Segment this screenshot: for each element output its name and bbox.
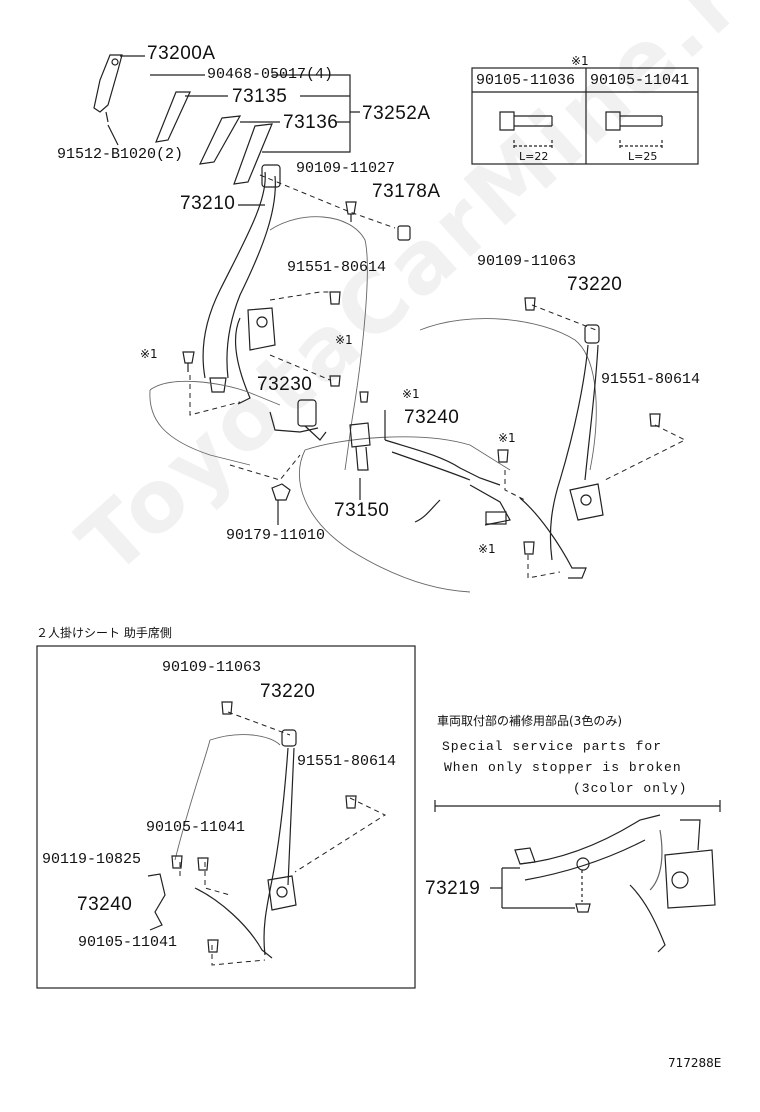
bolt-mark1-bottom [523, 541, 535, 555]
label-73210: 73210 [180, 193, 236, 214]
bolt-90109-11027 [345, 201, 357, 222]
label-90109-11027: 90109-11027 [296, 160, 396, 177]
label-73135: 73135 [232, 86, 288, 107]
label-90179-11010: 90179-11010 [226, 527, 326, 544]
bolt-mark1-a [329, 375, 341, 387]
label-91551-80614-left: 91551-80614 [287, 259, 387, 276]
inset-label-73220: 73220 [260, 681, 316, 702]
mark-note-a: ※1 [335, 333, 353, 347]
mark-note-e: ※1 [478, 542, 496, 556]
label-90109-11063: 90109-11063 [477, 253, 577, 270]
special-jp-note: 車両取付部の補修用部品(3色のみ) [437, 714, 622, 728]
bolt-mark1-left [182, 351, 195, 372]
label-91512-b1020: 91512-B1020(2) [57, 146, 184, 163]
inset-label-91551-80614: 91551-80614 [297, 753, 397, 770]
label-73220: 73220 [567, 274, 623, 295]
table-col2: 90105-11041 [590, 72, 690, 89]
label-90468-05017: 90468-05017(4) [207, 66, 334, 83]
inset-label-90119-10825: 90119-10825 [42, 851, 142, 868]
inset-label-90105-11041-a: 90105-11041 [146, 819, 246, 836]
mark-note-b: ※1 [140, 347, 158, 361]
leader-91512 [107, 124, 119, 146]
inset-box [36, 645, 416, 989]
special-note-line3: (3color only) [573, 781, 688, 796]
part-73200a-bracket [93, 54, 123, 123]
mark-note-c: ※1 [402, 387, 420, 401]
special-note-line2: When only stopper is broken [444, 760, 682, 775]
label-73252a: 73252A [362, 103, 431, 124]
table-col1: 90105-11036 [476, 72, 576, 89]
label-73219: 73219 [425, 878, 481, 899]
inset-label-90109-11063: 90109-11063 [162, 659, 262, 676]
part-73135-cover [155, 91, 191, 143]
inset-label-90105-11041-b: 90105-11041 [78, 934, 178, 951]
inset-caption: ２人掛けシート 助手席側 [36, 626, 172, 640]
part-73178a-cap [397, 225, 411, 241]
part-73136-cover [198, 115, 273, 185]
label-91551-80614-right: 91551-80614 [601, 371, 701, 388]
part-73150-buckle [349, 391, 371, 471]
leader-73252a-bracket [262, 74, 351, 153]
table-mark: ※1 [571, 54, 589, 68]
inset-label-73240: 73240 [77, 894, 133, 915]
nut-90179 [271, 483, 291, 501]
bolt-90109-11063 [524, 297, 536, 311]
seat-outline-mid [298, 318, 597, 593]
bolt-mark1-right [497, 449, 509, 463]
bolt-spec-table [471, 67, 699, 165]
bolt-91551-right [649, 413, 661, 427]
part-73230-buckle [269, 399, 327, 441]
label-73136: 73136 [283, 112, 339, 133]
mark-note-d: ※1 [498, 431, 516, 445]
seat-outline-left [149, 216, 368, 471]
label-73230: 73230 [257, 374, 313, 395]
part-73220-belt [519, 324, 604, 579]
table-length2: L=25 [628, 150, 658, 163]
label-73240: 73240 [404, 407, 460, 428]
table-length1: L=22 [519, 150, 549, 163]
label-73150: 73150 [334, 500, 390, 521]
special-note-line1: Special service parts for [442, 739, 663, 754]
part-73240-harness [384, 439, 511, 526]
special-parts-section [434, 800, 721, 953]
dashed-leaders-right [504, 304, 687, 579]
label-73178a: 73178A [372, 181, 441, 202]
bolt-91551-80614 [329, 291, 341, 305]
label-73200a: 73200A [147, 43, 216, 64]
diagram-code: 717288E [668, 1056, 722, 1070]
